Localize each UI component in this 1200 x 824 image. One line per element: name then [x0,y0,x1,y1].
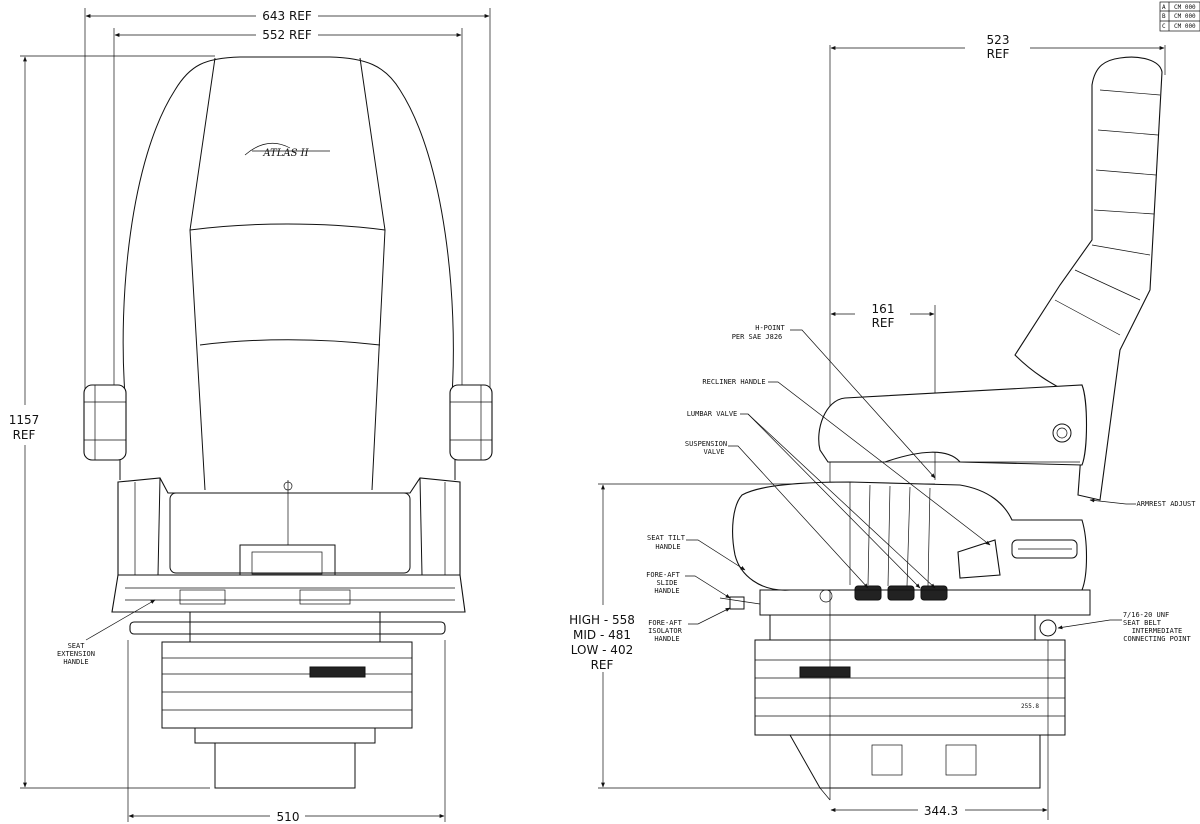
side-seat [719,56,1163,801]
dim-base-depth: 344.3 [924,804,958,818]
dim-height-high: HIGH - 558 [569,613,635,627]
title-block-value-a: CM 000 [1174,4,1196,11]
dim-height-ref: REF [13,428,36,442]
side-bellows [754,639,1066,736]
dim-hpoint-value: 161 [872,302,895,316]
callout-isolator-line3: HANDLE [654,635,679,643]
callout-fore-aft-slide-line3: HANDLE [654,587,679,595]
callout-suspension-line1: SUSPENSION [685,440,727,448]
dim-height-ref: REF [591,658,614,672]
front-dimensions: 643 REF 552 REF 1157 REF 510 [9,8,491,824]
callout-seat-tilt-line1: SEAT TILT [647,534,686,542]
title-block-letter-b: B [1162,13,1166,20]
callout-seat-extension-line1: SEAT [68,642,86,650]
title-block-value-c: CM 000 [1174,23,1196,30]
dim-height-mid: MID - 481 [573,628,631,642]
callout-seat-extension-line3: HANDLE [63,658,88,666]
title-block-value-b: CM 000 [1174,13,1196,20]
callout-fore-aft-slide-line2: SLIDE [656,579,677,587]
dim-depth-value: 523 [987,33,1010,47]
atlas-logo: ATLAS II [244,142,330,159]
title-block-letter-a: A [1162,4,1166,11]
logo-text: ATLAS II [262,148,309,159]
callout-recliner: RECLINER HANDLE [702,378,765,386]
callout-seat-belt-line4: CONNECTING POINT [1123,635,1191,643]
callout-suspension-line2: VALVE [703,448,724,456]
front-bellows [161,641,413,729]
left-armrest [83,384,127,461]
callout-seat-tilt-line2: HANDLE [655,543,680,551]
callout-isolator-line1: FORE-AFT [648,619,683,627]
callout-isolator-line2: ISOLATOR [648,627,683,635]
dim-hpoint-ref: REF [872,316,895,330]
dim-overall-width: 643 REF [262,9,312,23]
seat-extension-callout: SEAT EXTENSION HANDLE [57,599,156,666]
dim-depth-ref: REF [987,47,1010,61]
callout-fore-aft-slide-line1: FORE-AFT [646,571,681,579]
dim-small: 255.8 [1021,703,1039,710]
callout-seat-belt-line3: INTERMEDIATE [1132,627,1183,635]
dim-height-low: LOW - 402 [571,643,633,657]
callout-hpoint-line1: H-POINT [755,324,785,332]
title-block-letter-c: C [1162,23,1166,30]
front-seat: ATLAS II [83,56,493,789]
callout-lumbar: LUMBAR VALVE [687,410,738,418]
dim-height-value: 1157 [9,413,40,427]
title-block: A CM 000 B CM 000 C CM 000 [1159,1,1200,32]
dim-back-width: 552 REF [262,28,312,42]
callout-armrest: ARMREST ADJUST [1136,500,1196,508]
callout-seat-belt-line2: SEAT BELT [1123,619,1162,627]
callout-hpoint-line2: PER SAE J826 [732,333,783,341]
right-armrest [449,384,493,461]
callout-seat-belt-line1: 7/16-20 UNF [1123,611,1169,619]
side-callouts: H-POINT PER SAE J826 RECLINER HANDLE LUM… [646,324,1196,643]
dim-base-width: 510 [277,810,300,824]
callout-seat-extension-line2: EXTENSION [57,650,95,658]
